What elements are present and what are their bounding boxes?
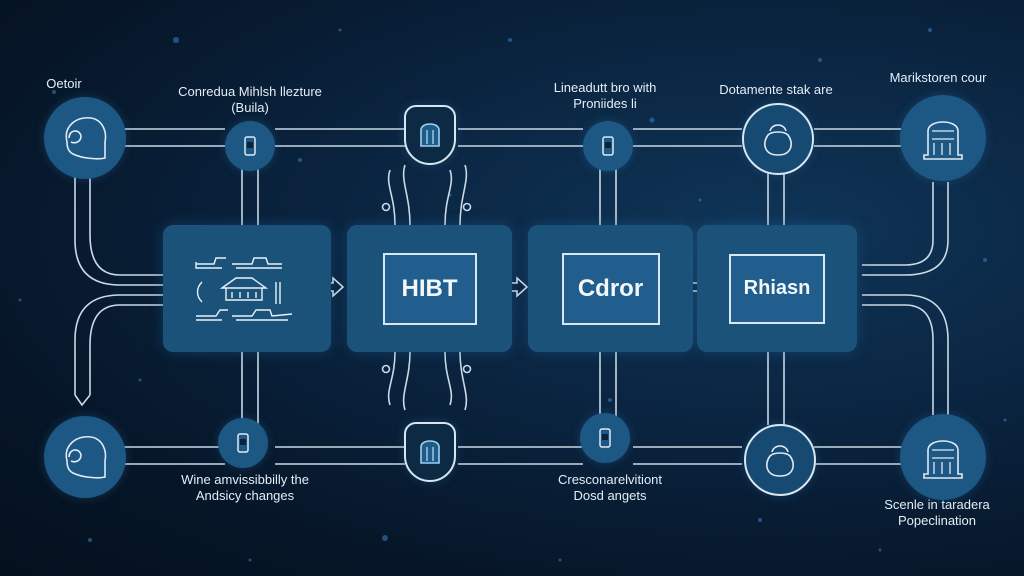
money-bag-icon	[764, 124, 792, 156]
shield-lock-icon	[420, 440, 440, 464]
label-top-2: Conredua Mihlsh llezture(Buila)	[178, 84, 322, 115]
node-top-head[interactable]	[44, 97, 126, 179]
node-top-phone-2[interactable]	[583, 121, 633, 171]
node-bottom-shield[interactable]	[404, 422, 456, 482]
panel-sketch[interactable]	[163, 225, 331, 352]
head-profile-icon	[65, 436, 107, 479]
panel-cdror[interactable]: Cdror	[528, 225, 693, 352]
bottom-bus	[124, 446, 902, 465]
panel-hibt[interactable]: HIBT	[347, 225, 512, 352]
box-rhiasn-label: Rhiasn	[743, 277, 811, 299]
box-hibt[interactable]: HIBT	[382, 252, 477, 325]
building-icon	[923, 440, 963, 479]
process-sketch-icon	[195, 256, 293, 321]
top-bus	[124, 128, 902, 147]
node-top-phone-1[interactable]	[225, 121, 275, 171]
building-icon	[923, 121, 963, 160]
node-bottom-head[interactable]	[44, 416, 126, 498]
node-top-building[interactable]	[900, 95, 986, 181]
node-bottom-phone-1[interactable]	[218, 418, 268, 468]
box-cdror[interactable]: Cdror	[561, 252, 660, 325]
box-cdror-label: Cdror	[577, 274, 644, 302]
node-bottom-bag[interactable]	[744, 424, 816, 496]
node-top-shield[interactable]	[404, 105, 456, 165]
phone-icon	[244, 136, 256, 156]
phone-icon	[599, 428, 611, 448]
node-bottom-phone-2[interactable]	[580, 413, 630, 463]
label-top-5: Marikstoren cour	[889, 70, 987, 85]
label-top-4: Dotamente stak are	[719, 82, 833, 97]
box-rhiasn[interactable]: Rhiasn	[729, 253, 825, 324]
phone-icon	[237, 433, 249, 453]
money-bag-icon	[766, 445, 794, 477]
shield-lock-icon	[420, 123, 440, 147]
panel-rhiasn[interactable]: Rhiasn	[697, 225, 857, 352]
label-top-1: Oetoir	[46, 76, 82, 91]
node-bottom-building[interactable]	[900, 414, 986, 500]
phone-icon	[602, 136, 614, 156]
box-hibt-label: HIBT	[401, 274, 458, 302]
head-profile-icon	[65, 117, 107, 160]
node-top-bag[interactable]	[742, 103, 814, 175]
